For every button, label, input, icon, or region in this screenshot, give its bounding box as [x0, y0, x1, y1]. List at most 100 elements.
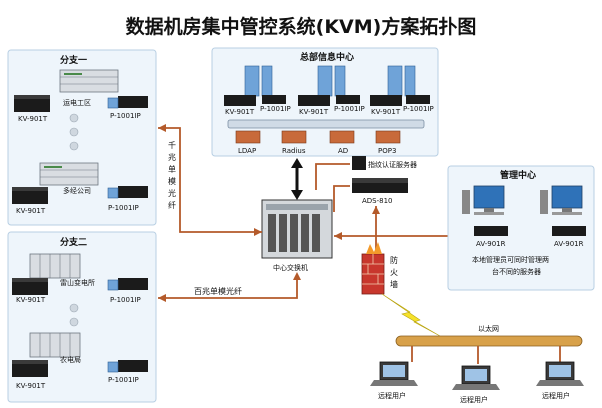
link-switch-fingerprint — [315, 163, 350, 190]
hq-server-radius: Radius — [282, 147, 306, 155]
hq-kvm-1-label: KV-901T — [225, 108, 255, 116]
link-switch-ads — [333, 185, 350, 212]
hq-kvm-2-device — [298, 95, 360, 106]
lightning-bolt-icon — [381, 293, 441, 337]
branch2-ip-b-device — [107, 360, 148, 373]
link-100m-arrow-start — [158, 294, 166, 302]
hq-server-box-3 — [329, 130, 355, 144]
firewall-icon — [361, 242, 385, 295]
branch1-kvm-a-label: KV-901T — [18, 115, 48, 123]
firewall-c1: 防 — [390, 255, 398, 265]
fingerprint-server-label: 指纹认证服务器 — [368, 160, 417, 169]
remote-user-label-1: 远程用户 — [378, 391, 406, 400]
link-100m-fiber — [158, 276, 298, 299]
hq-server-ad: AD — [338, 147, 348, 155]
branch2-dot-1 — [69, 303, 79, 313]
branch1-ip-b-label: P-1001IP — [108, 204, 139, 212]
hq-ip-3-label: P-1001IP — [403, 105, 434, 113]
hq-kvm-3-device — [370, 95, 430, 106]
branch1-kvm-b-device — [12, 187, 48, 204]
hq-kvm-3-label: KV-901T — [371, 108, 401, 116]
firewall-c3: 墙 — [390, 279, 398, 289]
mgmt-device-2 — [552, 226, 586, 236]
link-gigabit-fiber — [158, 127, 262, 233]
branch2-site-a-label: 雷山变电所 — [60, 278, 95, 287]
firewall-c2: 火 — [390, 268, 398, 277]
branch1-site-b-label: 多经公司 — [63, 186, 91, 195]
fiber-gigabit-c1: 千 — [168, 140, 176, 150]
branch2-ip-a-device — [107, 278, 148, 291]
mgmt-device-2-label: AV-901R — [554, 240, 584, 248]
remote-user-label-3: 远程用户 — [542, 391, 570, 400]
hq-kvm-1-device — [224, 95, 286, 106]
branch1-ip-b-device — [107, 186, 148, 199]
remote-user-laptop-1 — [370, 361, 418, 386]
mgmt-title: 管理中心 — [500, 169, 536, 181]
branch2-kvm-a-device — [12, 278, 48, 295]
fiber-gigabit-c2: 兆 — [168, 152, 176, 162]
branch2-dot-2 — [69, 317, 79, 327]
fiber-100m-label: 百兆单模光纤 — [194, 286, 242, 296]
branch2-site-b-label: 农电局 — [60, 355, 81, 364]
fiber-gigabit-c6: 纤 — [168, 200, 176, 210]
hq-ip-1-label: P-1001IP — [260, 105, 291, 113]
diagram-title: 数据机房集中管控系统(KVM)方案拓扑图 — [126, 15, 477, 38]
branch2-kvm-a-label: KV-901T — [16, 296, 46, 304]
hq-server-box-1 — [235, 130, 261, 144]
core-switch-device — [261, 199, 333, 259]
link-100m-arrow-end — [293, 272, 301, 280]
link-hq-arrow-down — [291, 190, 303, 200]
branch2-ip-a-label: P-1001IP — [110, 296, 141, 304]
mgmt-desc-line2: 台不同的服务器 — [492, 267, 541, 276]
branch1-kvm-a-device — [14, 95, 50, 112]
branch1-site-a-rack — [59, 69, 119, 93]
link-firewall-arrow — [372, 206, 380, 214]
hq-hub-bar — [227, 119, 425, 129]
branch1-dot-1 — [69, 113, 79, 123]
branch1-ip-a-label: P-1001IP — [110, 112, 141, 120]
branch2-kvm-b-device — [12, 360, 48, 377]
branch1-ip-a-device — [107, 96, 148, 109]
hq-ip-2-label: P-1001IP — [334, 105, 365, 113]
mgmt-device-1 — [474, 226, 508, 236]
hq-server-box-2 — [281, 130, 307, 144]
branch1-site-a-label: 运电工区 — [63, 98, 91, 107]
hq-server-ldap: LDAP — [238, 147, 256, 155]
fiber-gigabit-c4: 模 — [168, 176, 176, 186]
hq-kvm-2-label: KV-901T — [299, 108, 329, 116]
link-mgmt-arrow — [334, 232, 342, 240]
branch2-ip-b-label: P-1001IP — [108, 376, 139, 384]
remote-user-laptop-2 — [452, 365, 500, 390]
mgmt-device-1-label: AV-901R — [476, 240, 506, 248]
branch1-dot-2 — [69, 127, 79, 137]
remote-user-laptop-3 — [536, 361, 584, 386]
fiber-gigabit-c3: 单 — [168, 164, 176, 174]
fiber-gigabit-c5: 光 — [168, 188, 176, 198]
core-switch-label: 中心交换机 — [273, 263, 308, 272]
hq-server-pop3: POP3 — [378, 147, 396, 155]
branch2-title: 分支二 — [60, 236, 87, 248]
hq-title: 总部信息中心 — [300, 51, 354, 63]
branch2-site-a-rack — [29, 253, 81, 279]
hq-server-box-4 — [375, 130, 401, 144]
fingerprint-server-device — [352, 156, 366, 170]
branch1-kvm-b-label: KV-901T — [16, 207, 46, 215]
mgmt-workstation-1 — [462, 185, 505, 215]
branch1-dot-3 — [69, 141, 79, 151]
ethernet-label: 以太网 — [478, 324, 499, 333]
ethernet-bar — [395, 335, 583, 347]
hq-server-towers — [244, 65, 416, 97]
ads-label: ADS-810 — [362, 197, 393, 205]
link-gigabit-arrow-end — [254, 228, 262, 236]
mgmt-desc-line1: 本地管理员可同时管理两 — [472, 255, 549, 264]
ads-device — [352, 178, 408, 193]
branch2-site-b-rack — [29, 332, 81, 358]
remote-user-label-2: 远程用户 — [460, 395, 488, 404]
link-hq-arrow-up — [291, 158, 303, 168]
branch1-title: 分支一 — [60, 54, 87, 66]
branch2-kvm-b-label: KV-901T — [16, 382, 46, 390]
mgmt-workstation-2 — [540, 185, 583, 215]
branch1-site-b-rack — [39, 162, 99, 186]
link-gigabit-arrow — [158, 124, 166, 132]
